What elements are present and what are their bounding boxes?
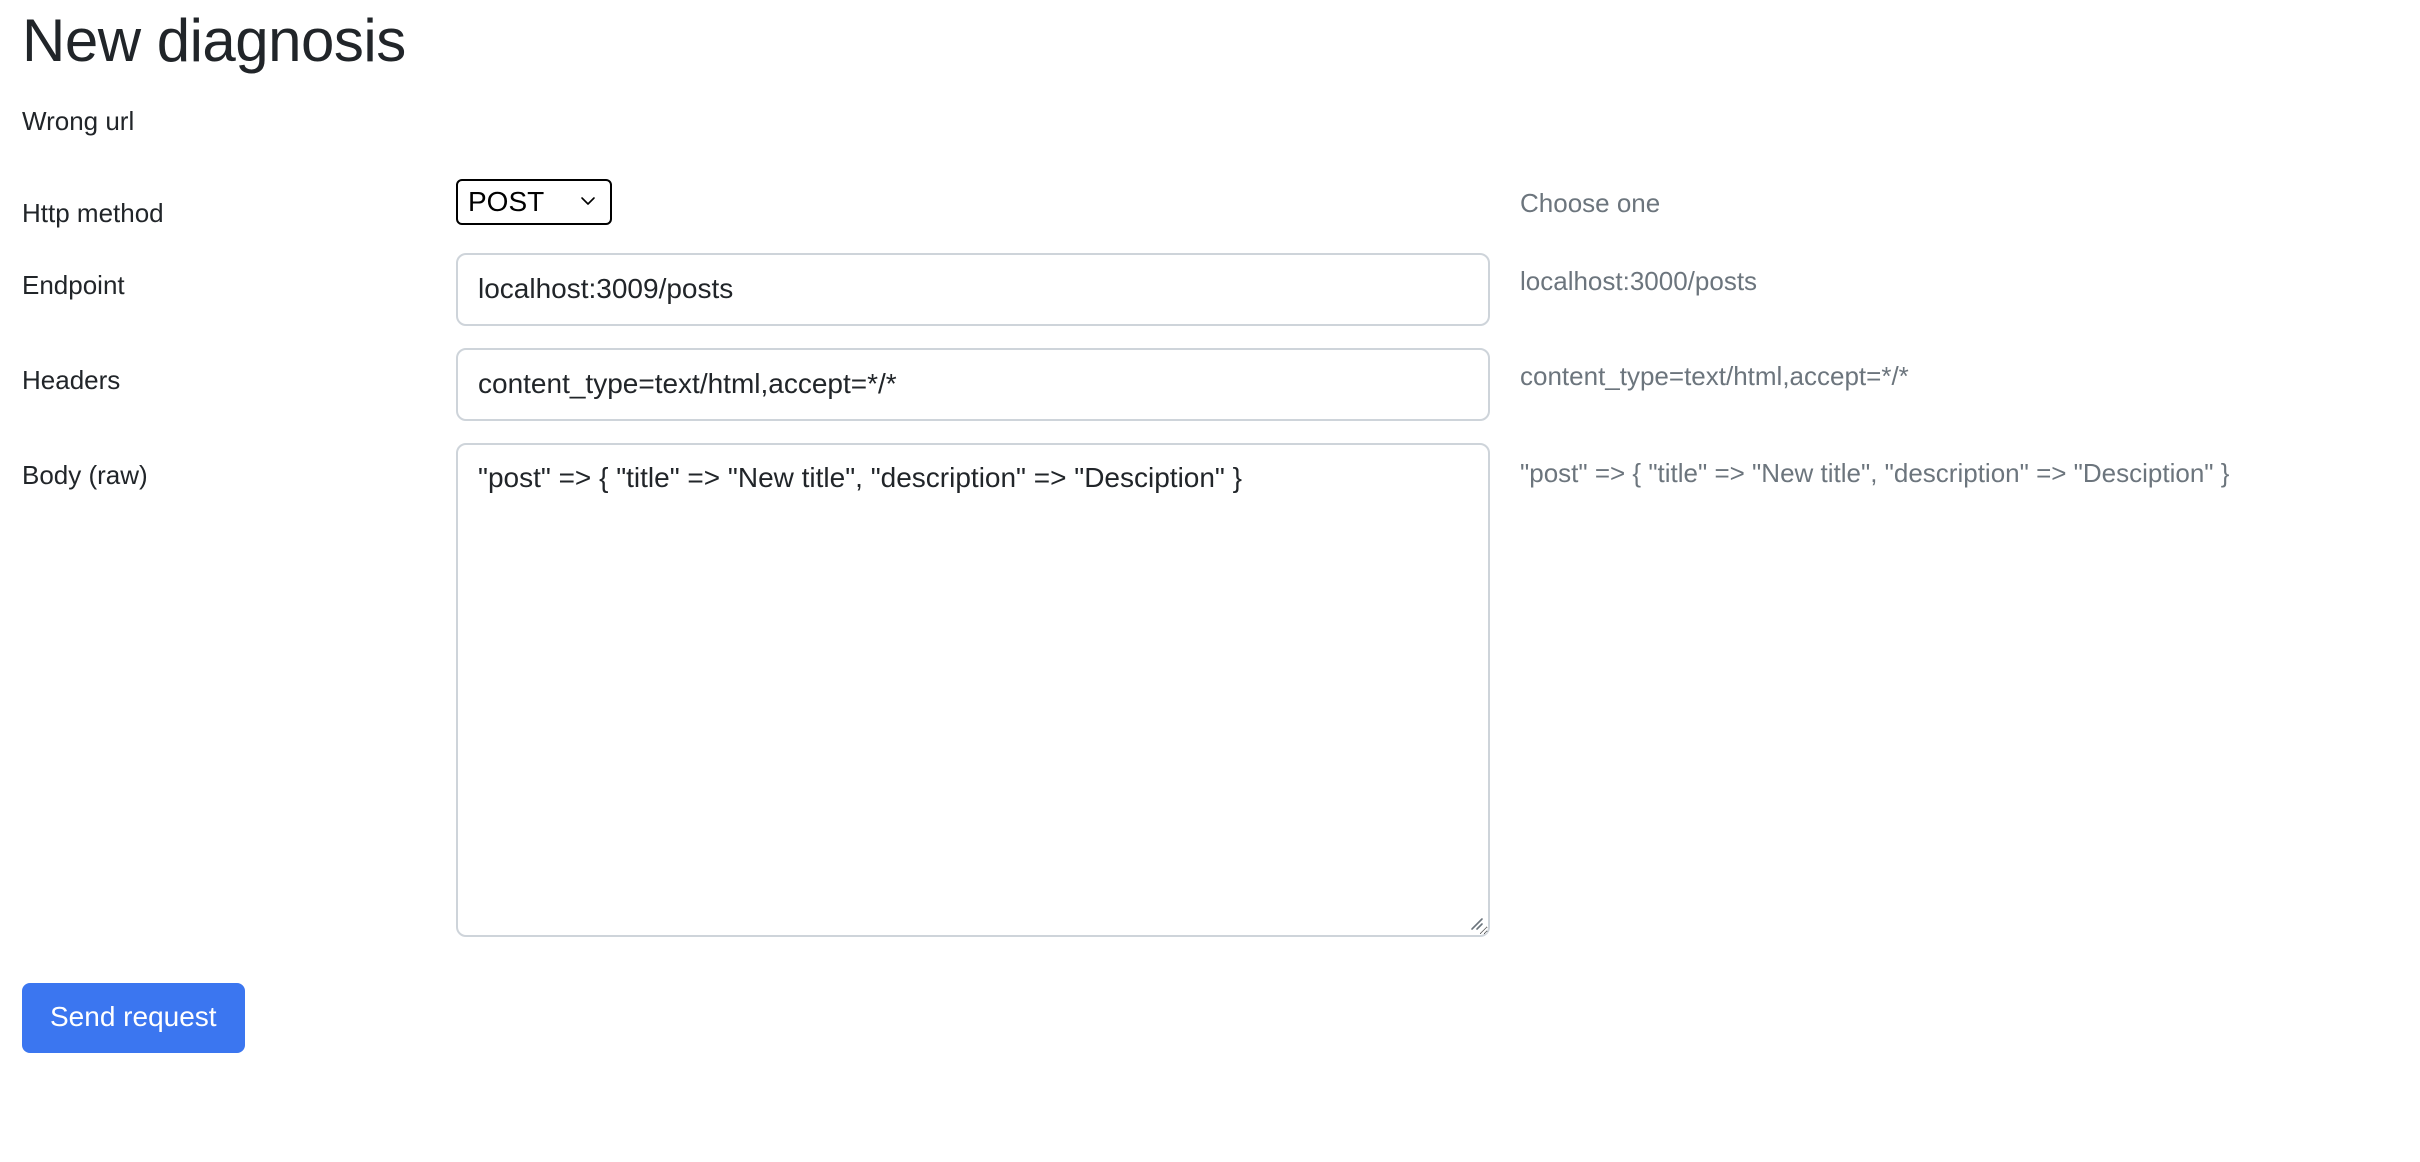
- label-endpoint: Endpoint: [22, 269, 125, 300]
- http-method-select[interactable]: POST: [456, 178, 612, 225]
- control-headers: [456, 347, 1490, 421]
- body-raw-wrapper: "post" => { "title" => "New title", "des…: [456, 442, 1490, 937]
- form-row-body-raw: Body (raw) "post" => { "title" => "New t…: [22, 442, 2398, 937]
- body-raw-textarea[interactable]: "post" => { "title" => "New title", "des…: [456, 442, 1490, 937]
- label-headers: Headers: [22, 364, 121, 395]
- form-row-endpoint: Endpoint localhost:3000/posts: [22, 252, 2398, 326]
- flash-message: Wrong url: [22, 106, 135, 136]
- send-request-button[interactable]: Send request: [22, 982, 245, 1053]
- hint-http-method: Choose one: [1520, 187, 1661, 218]
- form-row-http-method: Http method POST Choose one: [22, 178, 2398, 231]
- control-endpoint: [456, 252, 1490, 326]
- page-title: New diagnosis: [22, 7, 406, 74]
- http-method-select-wrapper[interactable]: POST: [456, 178, 612, 225]
- submit-row: Send request: [22, 982, 2398, 1053]
- headers-input[interactable]: [456, 347, 1490, 421]
- control-http-method: POST: [456, 178, 1490, 225]
- control-body-raw: "post" => { "title" => "New title", "des…: [456, 442, 1490, 937]
- endpoint-input[interactable]: [456, 252, 1490, 326]
- label-http-method: Http method: [22, 197, 164, 228]
- hint-headers: content_type=text/html,accept=*/*: [1520, 360, 1909, 391]
- hint-body-raw: "post" => { "title" => "New title", "des…: [1520, 457, 2230, 488]
- label-body-raw: Body (raw): [22, 459, 148, 490]
- form-row-headers: Headers content_type=text/html,accept=*/…: [22, 347, 2398, 421]
- diagnosis-form: Http method POST Choose one Endpoint: [22, 178, 2398, 1053]
- hint-endpoint: localhost:3000/posts: [1520, 265, 1758, 296]
